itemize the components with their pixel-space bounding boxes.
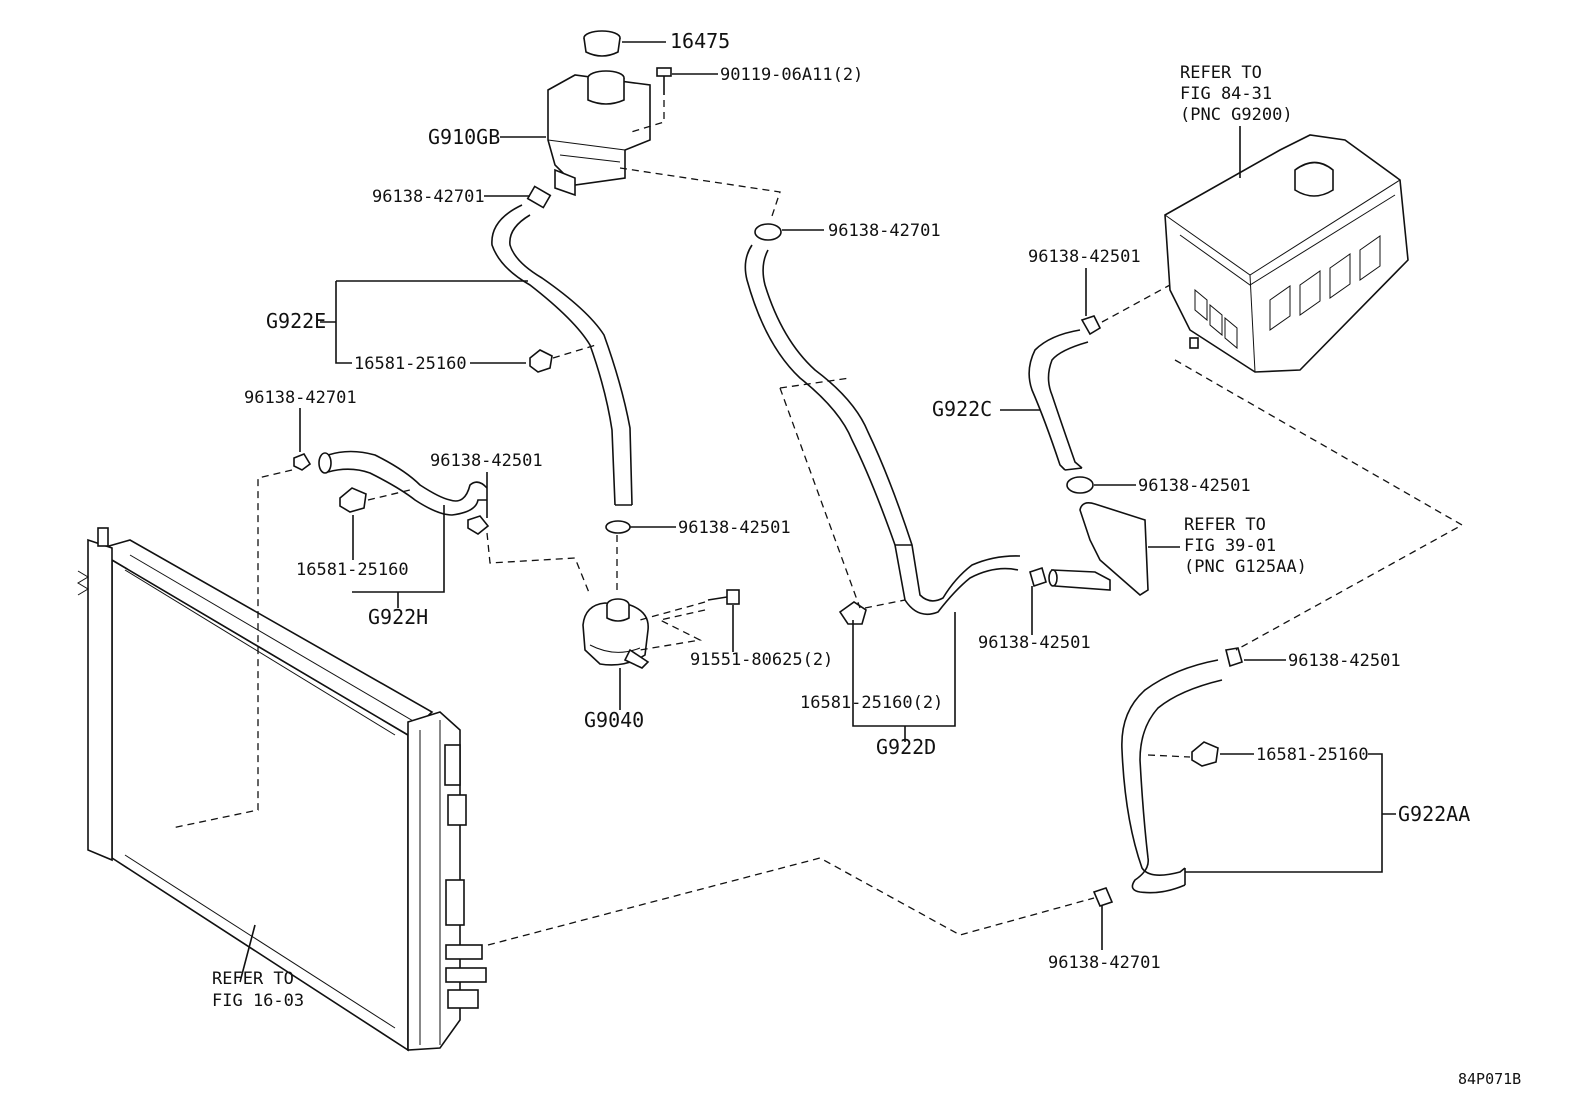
figure-code: 84P071B [1458, 1070, 1521, 1088]
hose-g922h-outer [327, 450, 488, 502]
clamp-g922aa-top [1225, 647, 1243, 668]
label-clamp-d-right: 96138-42501 [978, 633, 1091, 653]
pipe-g125aa [1048, 502, 1149, 596]
ref-inverter-line2: FIG 84-31 [1180, 84, 1272, 104]
label-clamp-pump-inlet: 96138-42501 [678, 518, 791, 538]
label-g922e: G922E [266, 309, 326, 333]
hose-g922d-inner [762, 249, 1021, 602]
tank-bolt [656, 67, 672, 95]
clamp-radiator-top [293, 453, 312, 471]
clamp-tank-outlet [526, 185, 552, 209]
clip-g922e [529, 349, 553, 373]
water-pump [582, 598, 650, 669]
label-clamp-h-right: 96138-42501 [430, 451, 543, 471]
hose-g922c-outer [1028, 329, 1081, 471]
label-16475: 16475 [670, 29, 730, 53]
label-tank-bolt: 90119-06A11(2) [720, 65, 863, 85]
label-clip-aa: 16581-25160 [1256, 745, 1369, 765]
radiator [77, 527, 487, 1052]
clip-g922aa [1191, 741, 1219, 767]
label-clip-e: 16581-25160 [354, 354, 467, 374]
label-clamp-c-bottom: 96138-42501 [1138, 476, 1251, 496]
ref-inverter-line1: REFER TO [1180, 63, 1262, 83]
label-g922d: G922D [876, 735, 936, 759]
radiator-leader [239, 924, 256, 983]
label-clamp-aa-bottom: 96138-42701 [1048, 953, 1161, 973]
label-pump-bolt: 91551-80625(2) [690, 650, 833, 670]
hose-g922aa-inner [1131, 679, 1223, 894]
clamp-g922h-right [467, 515, 490, 535]
hose-g922d-outer [744, 244, 1019, 616]
hose-g922aa-outer [1121, 659, 1219, 876]
clamp-g922d-right [1029, 566, 1047, 588]
label-g9040: G9040 [584, 708, 644, 732]
ref-pipe-line3: (PNC G125AA) [1184, 557, 1307, 577]
hose-g922h-inner [327, 468, 487, 516]
ref-pipe-line2: FIG 39-01 [1184, 536, 1276, 556]
clamp-g922c-bottom [1066, 476, 1094, 494]
ref-radiator-line2: FIG 16-03 [212, 991, 304, 1011]
label-clip-h: 16581-25160 [296, 560, 409, 580]
label-clamp-aa-top: 96138-42501 [1288, 651, 1401, 671]
ref-inverter-line3: (PNC G9200) [1180, 105, 1293, 125]
reservoir-cap [583, 30, 621, 57]
label-g922c: G922C [932, 397, 992, 421]
clamp-pump-inlet [605, 520, 631, 534]
label-g922aa: G922AA [1398, 802, 1470, 826]
label-clip-d: 16581-25160(2) [800, 693, 943, 713]
reservoir-tank [547, 70, 651, 197]
label-g922h: G922H [368, 605, 428, 629]
label-clamp-radiator-top: 96138-42701 [244, 388, 357, 408]
label-clamp-tank-right: 96138-42701 [828, 221, 941, 241]
ref-pipe-line1: REFER TO [1184, 515, 1266, 535]
hose-g922e-outer [491, 204, 616, 506]
pump-bolt [707, 589, 740, 605]
clip-g922h [339, 487, 367, 513]
label-clamp-inverter: 96138-42501 [1028, 247, 1141, 267]
inverter-assembly [1164, 134, 1409, 373]
clamp-inverter [1080, 315, 1102, 336]
hose-g922e-inner [509, 214, 633, 506]
label-g910gb: G910GB [428, 125, 500, 149]
ref-radiator-line1: REFER TO [212, 969, 294, 989]
clamp-g922aa-bottom [1092, 887, 1114, 907]
clamp-g922d-top [754, 223, 782, 241]
hose-g922c-inner [1047, 341, 1089, 469]
label-clamp-tank-outlet: 96138-42701 [372, 187, 485, 207]
